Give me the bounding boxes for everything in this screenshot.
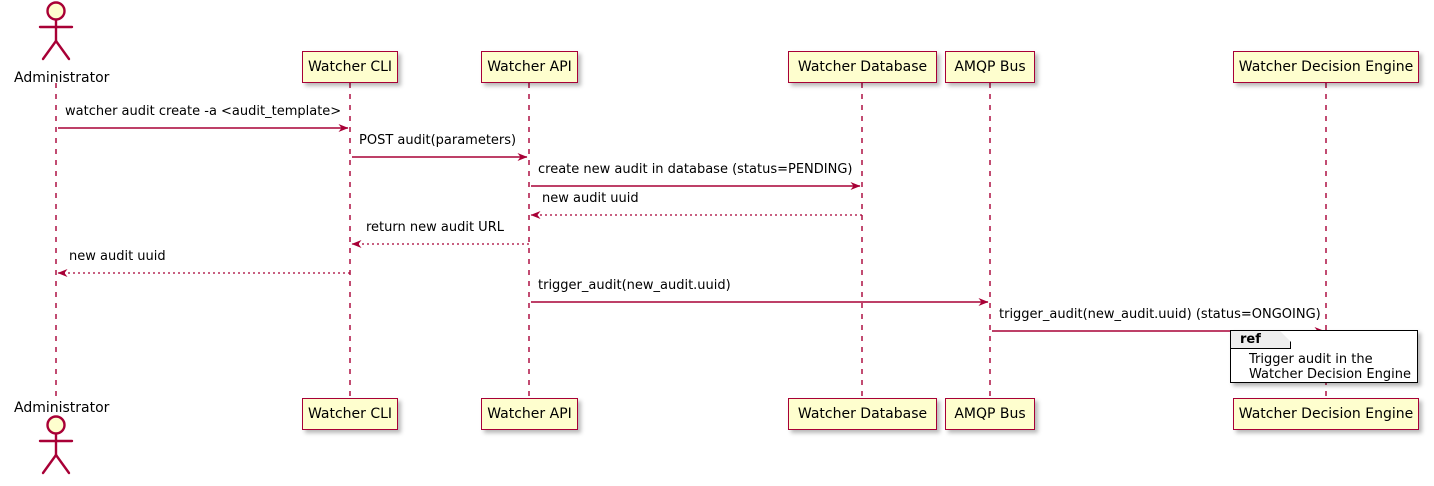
message-label-8: trigger_audit(new_audit.uuid) (status=ON…	[999, 307, 1321, 322]
ref-fragment-box: ref Trigger audit in the Watcher Decisio…	[1230, 330, 1418, 383]
message-label-4: new audit uuid	[542, 191, 639, 206]
participant-watcher-db-bottom[interactable]: Watcher Database	[788, 398, 937, 430]
participant-watcher-db-top[interactable]: Watcher Database	[788, 51, 937, 83]
message-label-6: new audit uuid	[69, 249, 166, 264]
message-label-7: trigger_audit(new_audit.uuid)	[538, 278, 731, 293]
ref-fragment-tab-label: ref	[1231, 331, 1291, 349]
actor-figure-administrator-top	[38, 1, 74, 61]
participant-amqp-bus-top[interactable]: AMQP Bus	[945, 51, 1035, 83]
message-label-5: return new audit URL	[366, 220, 504, 235]
lifelines-group	[55, 83, 1327, 398]
ref-fragment-line-1: Trigger audit in the	[1249, 352, 1373, 367]
actor-figure-administrator-bottom	[38, 415, 74, 475]
actor-label-administrator-bottom: Administrator	[14, 400, 110, 416]
actor-figures-group	[38, 1, 74, 475]
message-label-2: POST audit(parameters)	[359, 133, 517, 148]
participant-watcher-api-top[interactable]: Watcher API	[481, 51, 578, 83]
participant-watcher-cli-bottom[interactable]: Watcher CLI	[302, 398, 398, 430]
ref-fragment-line-2: Watcher Decision Engine	[1249, 367, 1411, 382]
participant-amqp-bus-bottom[interactable]: AMQP Bus	[945, 398, 1035, 430]
participant-decision-engine-bottom[interactable]: Watcher Decision Engine	[1233, 398, 1419, 430]
message-arrows-group	[57, 124, 1325, 335]
participant-watcher-cli-top[interactable]: Watcher CLI	[302, 51, 398, 83]
message-label-3: create new audit in database (status=PEN…	[538, 162, 853, 177]
message-label-1: watcher audit create -a <audit_template>	[65, 104, 342, 119]
participant-decision-engine-top[interactable]: Watcher Decision Engine	[1233, 51, 1419, 83]
participant-watcher-api-bottom[interactable]: Watcher API	[481, 398, 578, 430]
actor-label-administrator-top: Administrator	[14, 70, 110, 86]
